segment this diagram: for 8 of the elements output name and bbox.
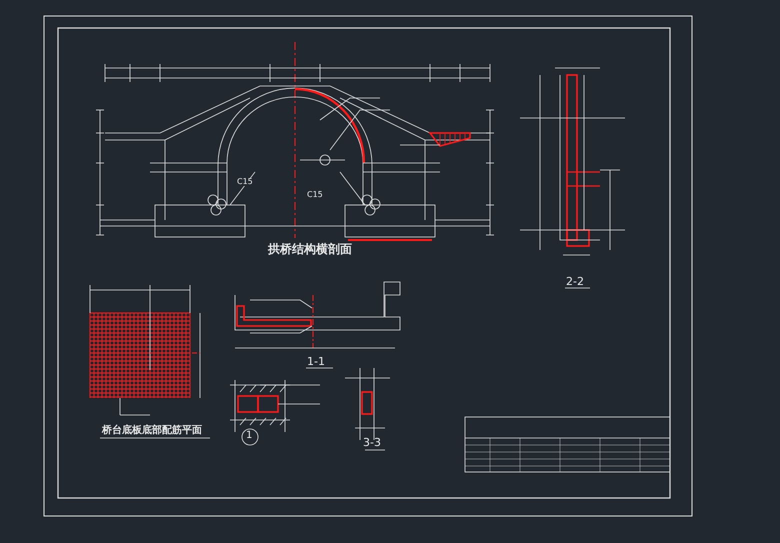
material-label: C15 bbox=[307, 191, 323, 199]
material-label: C15 bbox=[236, 178, 254, 186]
section-label: 2-2 bbox=[566, 276, 584, 287]
section-label: 3-3 bbox=[363, 437, 381, 448]
drawing-title: 拱桥结构横剖面 bbox=[268, 243, 352, 255]
drawing-title: 桥台底板底部配筋平面 bbox=[102, 426, 202, 436]
section-label: 1-1 bbox=[307, 356, 325, 367]
detail-number: 1 bbox=[246, 431, 252, 441]
